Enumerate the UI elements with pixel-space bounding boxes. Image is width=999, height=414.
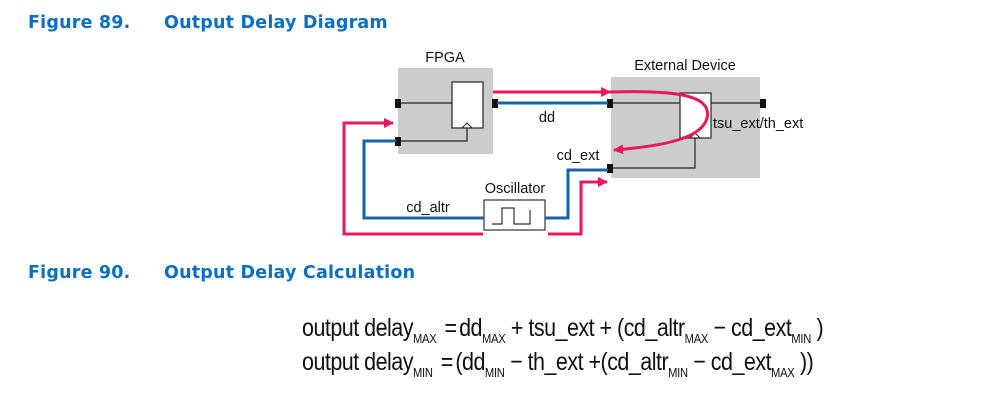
dd-label: dd	[539, 110, 555, 126]
eq-lhs: output delay	[302, 314, 413, 342]
output-delay-diagram: FPGA External Device tsu_ext/th_ext Osci…	[342, 50, 803, 236]
eq-term: + tsu_ext + (cd_altr	[505, 314, 685, 342]
eq-sub: MIN	[791, 331, 812, 346]
external-out-pin	[760, 99, 766, 108]
fpga-flip-flop	[451, 81, 484, 129]
figure-90-heading: Figure 90. Output Delay Calculation	[28, 263, 415, 283]
cd-altr-label: cd_altr	[406, 200, 450, 216]
eq-lhs: output delay	[302, 348, 413, 376]
external-clk-wire	[611, 138, 696, 169]
cd-ext-clock-path	[545, 168, 608, 220]
fpga-d-pin	[395, 99, 401, 108]
external-device-label: External Device	[634, 58, 736, 74]
square-wave-icon	[492, 207, 531, 225]
fpga-out-pin	[492, 99, 498, 108]
fpga-clk-wire	[398, 128, 468, 142]
eq-sub: MAX	[481, 331, 506, 346]
fpga-label: FPGA	[425, 50, 465, 66]
eq-lhs-sub: MAX	[412, 331, 437, 346]
eq-sub: MAX	[771, 365, 795, 380]
fpga-clk-pin	[395, 137, 401, 146]
figure-title: Output Delay Calculation	[164, 263, 416, 283]
external-clk-pin	[607, 164, 613, 173]
eq-term: − cd_ext	[687, 348, 772, 376]
eq-term: dd	[459, 314, 482, 342]
figure-title: Output Delay Diagram	[164, 13, 388, 33]
fpga-ff-clock-triangle	[461, 122, 473, 129]
eq-term: )	[811, 314, 824, 342]
setup-hold-curve-arrow	[609, 90, 709, 155]
eq-term: − th_ext +(cd_altr	[504, 348, 669, 376]
tsu-th-label: tsu_ext/th_ext	[713, 116, 803, 132]
oscillator-label: Oscillator	[485, 181, 546, 197]
figure-number: Figure 90.	[28, 263, 131, 283]
cd-altr-clock-path	[362, 139, 484, 220]
eq-lhs-sub: MIN	[412, 365, 433, 380]
figure-89-heading: Figure 89. Output Delay Diagram	[28, 13, 388, 33]
clock-path-right	[548, 177, 608, 236]
equation-output-delay-max: output delayMAX =ddMAX + tsu_ext + (cd_a…	[302, 314, 824, 346]
eq-sub: MIN	[668, 365, 688, 380]
eq-term: − cd_ext	[708, 314, 792, 342]
eq-sub: MIN	[484, 365, 505, 380]
eq-term: (dd	[455, 348, 485, 376]
figure-number: Figure 89.	[28, 13, 131, 33]
external-d-pin	[607, 99, 613, 108]
cd-ext-label: cd_ext	[557, 148, 600, 164]
equation-output-delay-min: output delayMIN =(ddMIN − th_ext +(cd_al…	[302, 348, 814, 380]
clock-return-path-left	[342, 118, 483, 236]
eq-sign: =	[444, 314, 457, 342]
eq-term: ))	[794, 348, 814, 376]
eq-sub: MAX	[684, 331, 709, 346]
eq-sign: =	[440, 348, 454, 376]
